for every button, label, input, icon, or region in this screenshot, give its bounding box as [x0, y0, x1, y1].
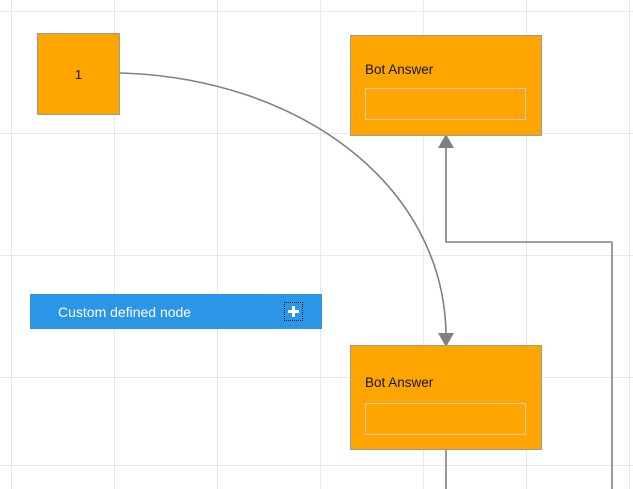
start-node-label: 1	[74, 66, 83, 82]
arrowhead-up-icon	[438, 134, 454, 148]
bot-answer-title: Bot Answer	[365, 62, 434, 77]
custom-defined-node-label: Custom defined node	[58, 303, 192, 320]
plus-icon-vertical-bar	[292, 306, 295, 317]
edge-start-to-bottom-path	[119, 72, 447, 334]
bot-answer-node-top[interactable]: Bot Answer	[350, 35, 542, 136]
custom-defined-node-button[interactable]: Custom defined node	[30, 294, 322, 329]
arrowhead-down-icon	[438, 333, 454, 347]
bot-answer-message-slot[interactable]	[365, 88, 526, 120]
bot-answer-title: Bot Answer	[365, 375, 434, 390]
plus-icon[interactable]	[284, 302, 303, 321]
bot-answer-message-slot[interactable]	[365, 403, 526, 435]
bot-answer-node-bottom[interactable]: Bot Answer	[350, 345, 542, 450]
edge-loop-to-top-path	[445, 148, 612, 243]
start-node[interactable]: 1	[37, 33, 120, 115]
